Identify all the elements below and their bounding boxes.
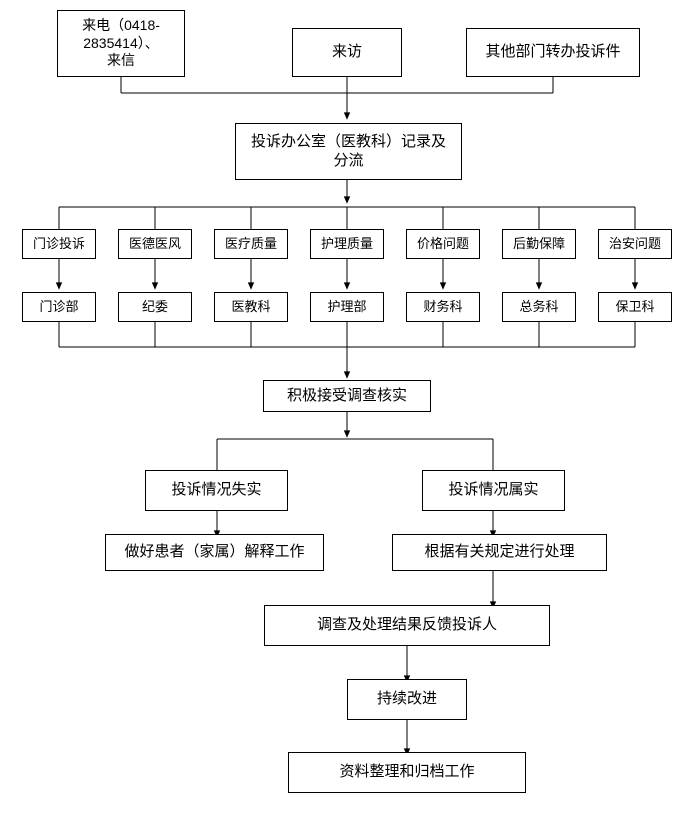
node-issue-2-label: 医德医风: [128, 235, 181, 251]
node-source-transfer-label: 其他部门转办投诉件: [485, 43, 621, 61]
node-issue-3[interactable]: 医疗质量: [214, 229, 288, 259]
node-investigate[interactable]: 积极接受调查核实: [263, 380, 431, 412]
node-department-7[interactable]: 保卫科: [598, 292, 672, 322]
node-department-3[interactable]: 医教科: [214, 292, 288, 322]
node-source-visit-label: 来访: [331, 43, 362, 61]
node-issue-5-label: 价格问题: [416, 235, 469, 251]
node-issue-1[interactable]: 门诊投诉: [22, 229, 96, 259]
node-issue-4[interactable]: 护理质量: [310, 229, 384, 259]
node-issue-4-label: 护理质量: [320, 235, 373, 251]
node-archive-label: 资料整理和归档工作: [339, 763, 475, 781]
node-department-6-label: 总务科: [519, 298, 559, 314]
node-department-2-label: 纪委: [141, 298, 168, 314]
node-issue-5[interactable]: 价格问题: [406, 229, 480, 259]
node-issue-6[interactable]: 后勤保障: [502, 229, 576, 259]
node-source-visit[interactable]: 来访: [292, 28, 402, 77]
node-feedback[interactable]: 调查及处理结果反馈投诉人: [264, 605, 550, 646]
node-department-4[interactable]: 护理部: [310, 292, 384, 322]
node-feedback-label: 调查及处理结果反馈投诉人: [316, 616, 497, 634]
node-handle-by-rules-label: 根据有关规定进行处理: [424, 543, 575, 561]
node-department-1[interactable]: 门诊部: [22, 292, 96, 322]
node-department-2[interactable]: 纪委: [118, 292, 192, 322]
node-continuous-improvement[interactable]: 持续改进: [347, 679, 467, 720]
node-branch-true[interactable]: 投诉情况属实: [422, 470, 565, 511]
node-handle-by-rules[interactable]: 根据有关规定进行处理: [392, 534, 607, 571]
node-department-6[interactable]: 总务科: [502, 292, 576, 322]
node-department-4-label: 护理部: [327, 298, 367, 314]
node-dispatch-office[interactable]: 投诉办公室（医教科）记录及 分流: [235, 123, 462, 180]
node-issue-1-label: 门诊投诉: [32, 235, 85, 251]
node-dispatch-office-label: 投诉办公室（医教科）记录及 分流: [250, 132, 446, 169]
node-explain-to-patient-label: 做好患者（家属）解释工作: [124, 543, 305, 561]
node-source-call-letter-label: 来电（0418-2835414）、 来信: [82, 17, 160, 69]
node-issue-6-label: 后勤保障: [512, 235, 565, 251]
node-source-transfer[interactable]: 其他部门转办投诉件: [466, 28, 640, 77]
node-branch-true-label: 投诉情况属实: [448, 481, 539, 499]
node-issue-7-label: 治安问题: [608, 235, 661, 251]
node-branch-false[interactable]: 投诉情况失实: [145, 470, 288, 511]
node-investigate-label: 积极接受调查核实: [286, 386, 407, 404]
node-department-5[interactable]: 财务科: [406, 292, 480, 322]
node-explain-to-patient[interactable]: 做好患者（家属）解释工作: [105, 534, 324, 571]
node-branch-false-label: 投诉情况失实: [171, 481, 262, 499]
node-continuous-improvement-label: 持续改进: [376, 690, 437, 708]
node-department-7-label: 保卫科: [615, 298, 655, 314]
node-issue-7[interactable]: 治安问题: [598, 229, 672, 259]
node-department-5-label: 财务科: [423, 298, 463, 314]
node-issue-2[interactable]: 医德医风: [118, 229, 192, 259]
node-department-3-label: 医教科: [231, 298, 271, 314]
node-archive[interactable]: 资料整理和归档工作: [288, 752, 526, 793]
node-department-1-label: 门诊部: [39, 298, 79, 314]
node-source-call-letter[interactable]: 来电（0418-2835414）、 来信: [57, 10, 185, 77]
node-issue-3-label: 医疗质量: [224, 235, 277, 251]
